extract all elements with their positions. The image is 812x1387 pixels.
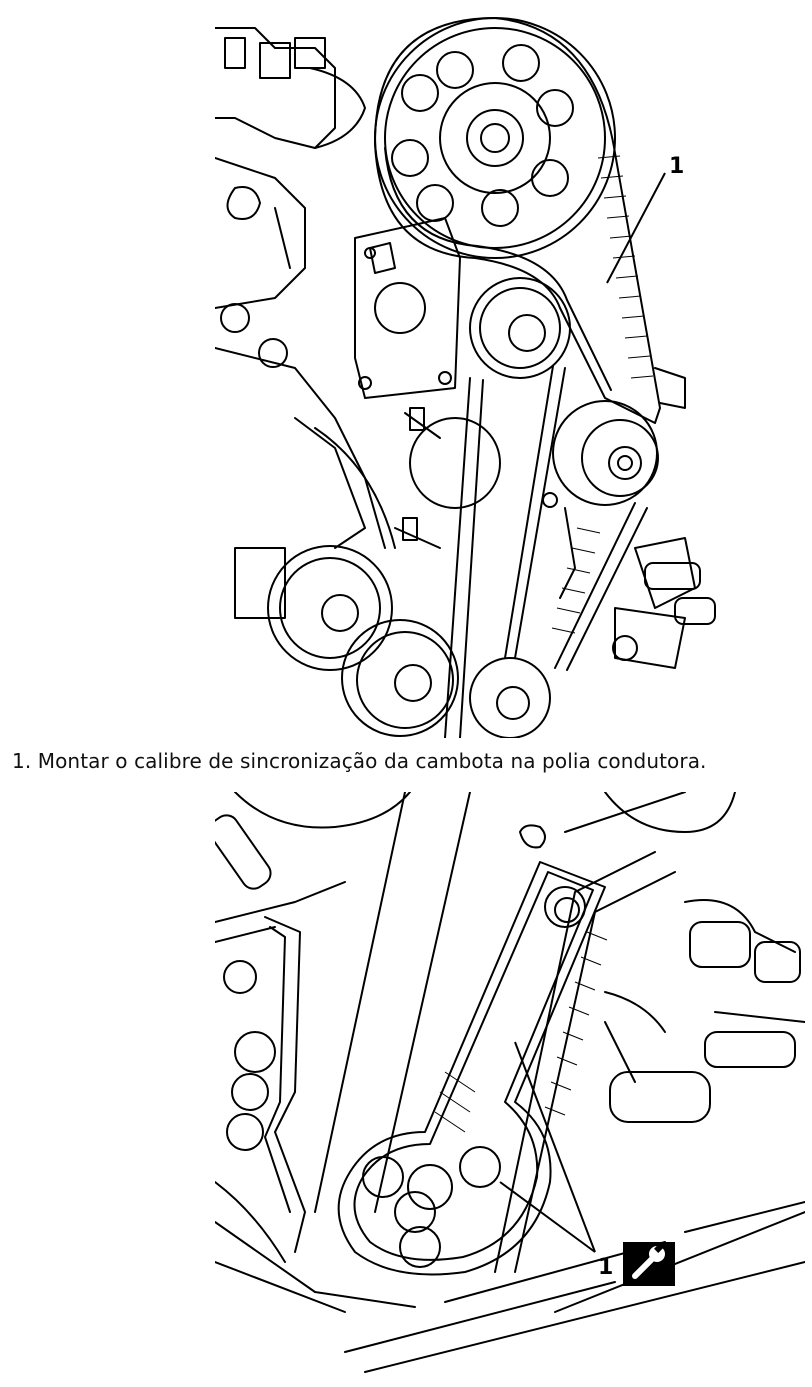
callout-label-1: 1 — [598, 1255, 613, 1280]
timing-gauge-drawing: 1 — [215, 792, 805, 1373]
callout-label-1: 1 — [669, 154, 684, 179]
wrench-icon — [623, 1242, 675, 1286]
timing-gauge-illustration: 1 — [215, 792, 805, 1377]
timing-belt-drawing: 1 — [215, 17, 716, 738]
timing-belt-illustration: 1 — [215, 8, 805, 738]
caption-text: 1. Montar o calibre de sincronização da … — [12, 749, 707, 773]
